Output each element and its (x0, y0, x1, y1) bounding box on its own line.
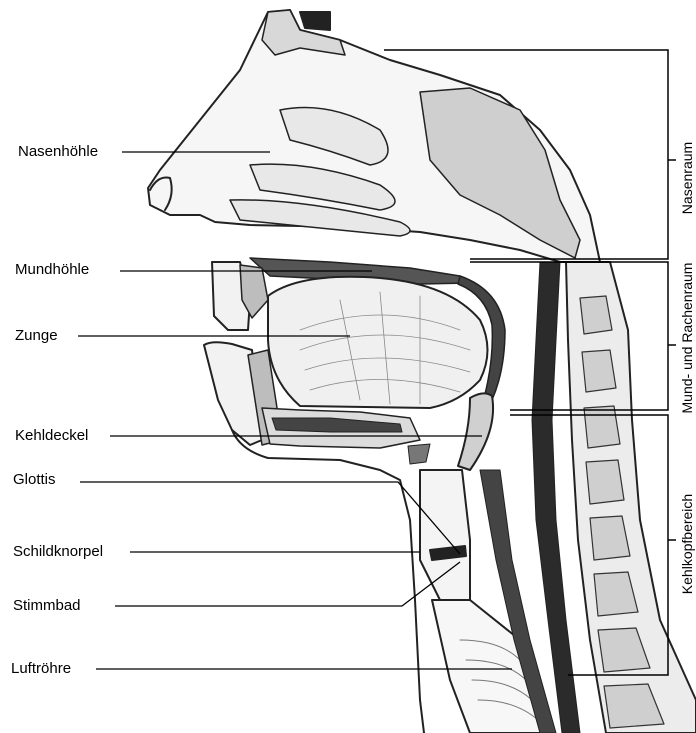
neck-front-outline (232, 430, 424, 733)
anatomy-illustration (148, 10, 696, 733)
region-label-mund-rachenraum: Mund- und Rachenraum (679, 255, 695, 421)
epiglottis (458, 393, 493, 470)
label-stimmbad: Stimmbad (13, 597, 81, 615)
label-kehldeckel: Kehldeckel (15, 427, 88, 445)
hyoid (408, 444, 430, 464)
frontal-sinus (300, 12, 330, 30)
label-glottis: Glottis (13, 471, 56, 489)
label-schildknorpel: Schildknorpel (13, 543, 103, 561)
label-luftroehre: Luftröhre (11, 660, 71, 678)
label-nasenhoehle: Nasenhöhle (18, 143, 98, 161)
label-zunge: Zunge (15, 327, 58, 345)
region-label-kehlkopfbereich: Kehlkopfbereich (679, 484, 695, 604)
leader-stimmbad (115, 562, 460, 606)
region-label-nasenraum: Nasenraum (679, 123, 695, 233)
thyroid-cartilage (420, 470, 470, 600)
tongue (268, 277, 488, 408)
label-mundhoehle: Mundhöhle (15, 261, 89, 279)
